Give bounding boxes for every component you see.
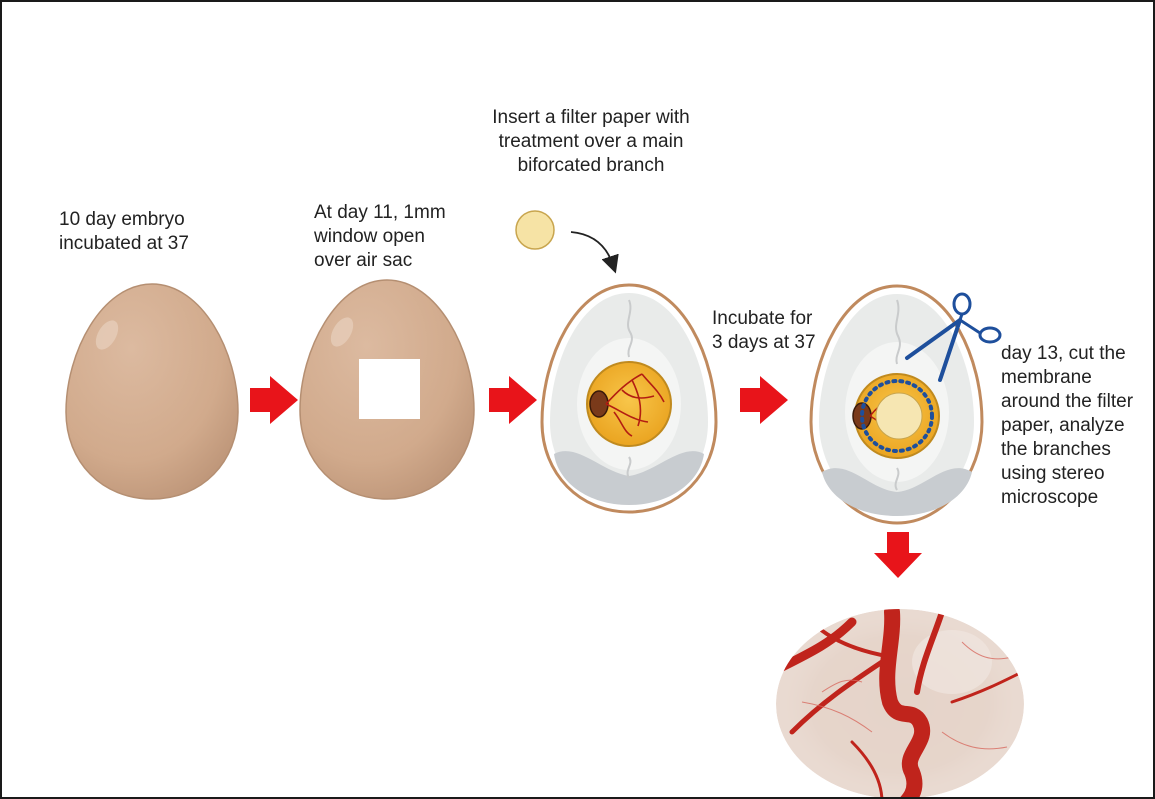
step2-label: At day 11, 1mm window open over air sac <box>314 201 446 273</box>
step5-label: day 13, cut the membrane around the filt… <box>1001 342 1133 510</box>
step1-label: 10 day embryo incubated at 37 <box>59 208 189 256</box>
microscope-photo <box>774 607 1026 799</box>
egg-cross-section-icon <box>542 285 716 512</box>
step4-label: Incubate for 3 days at 37 <box>712 307 816 355</box>
right-arrow-icon <box>250 376 298 424</box>
right-arrow-icon <box>740 376 788 424</box>
egg-icon <box>66 284 238 499</box>
filter-paper-icon <box>516 211 554 249</box>
window-egg-icon <box>300 280 474 499</box>
curved-arrow-icon <box>571 232 613 265</box>
step3-label: Insert a filter paper with treatment ove… <box>474 106 708 178</box>
down-arrow-icon <box>874 532 922 578</box>
right-arrow-icon <box>489 376 537 424</box>
